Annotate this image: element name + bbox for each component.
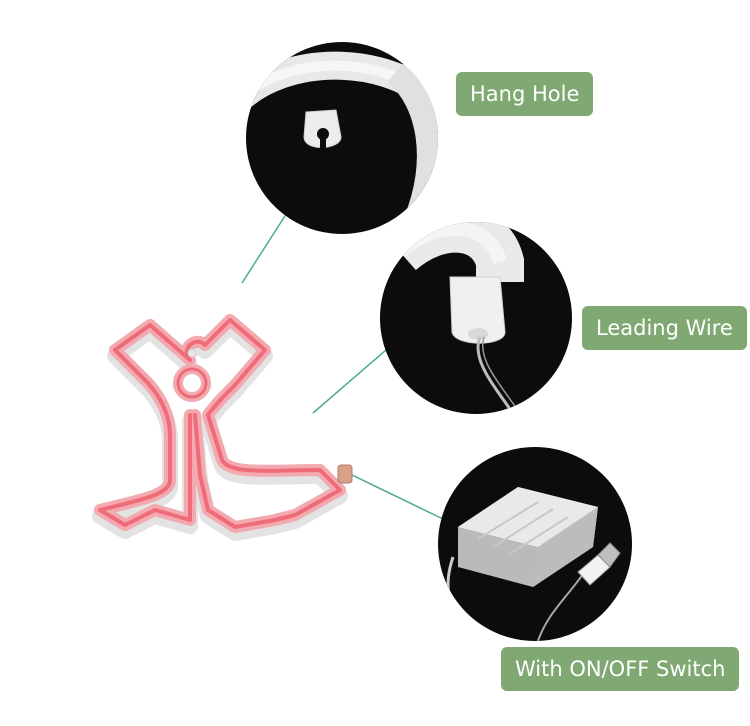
battery-box-closeup [438,447,632,641]
usb-plug-icon [577,542,621,586]
leading-wire-label: Leading Wire [582,306,747,350]
switch-label: With ON/OFF Switch [501,647,740,691]
leading-wire-closeup [380,222,572,414]
bell-neon-light [92,314,353,541]
connector-hang-hole [241,204,293,284]
hang-hole-label: Hang Hole [456,72,594,116]
connector-leading-wire [312,349,387,414]
connector-switch [349,473,446,521]
hang-hole-closeup [246,42,438,234]
